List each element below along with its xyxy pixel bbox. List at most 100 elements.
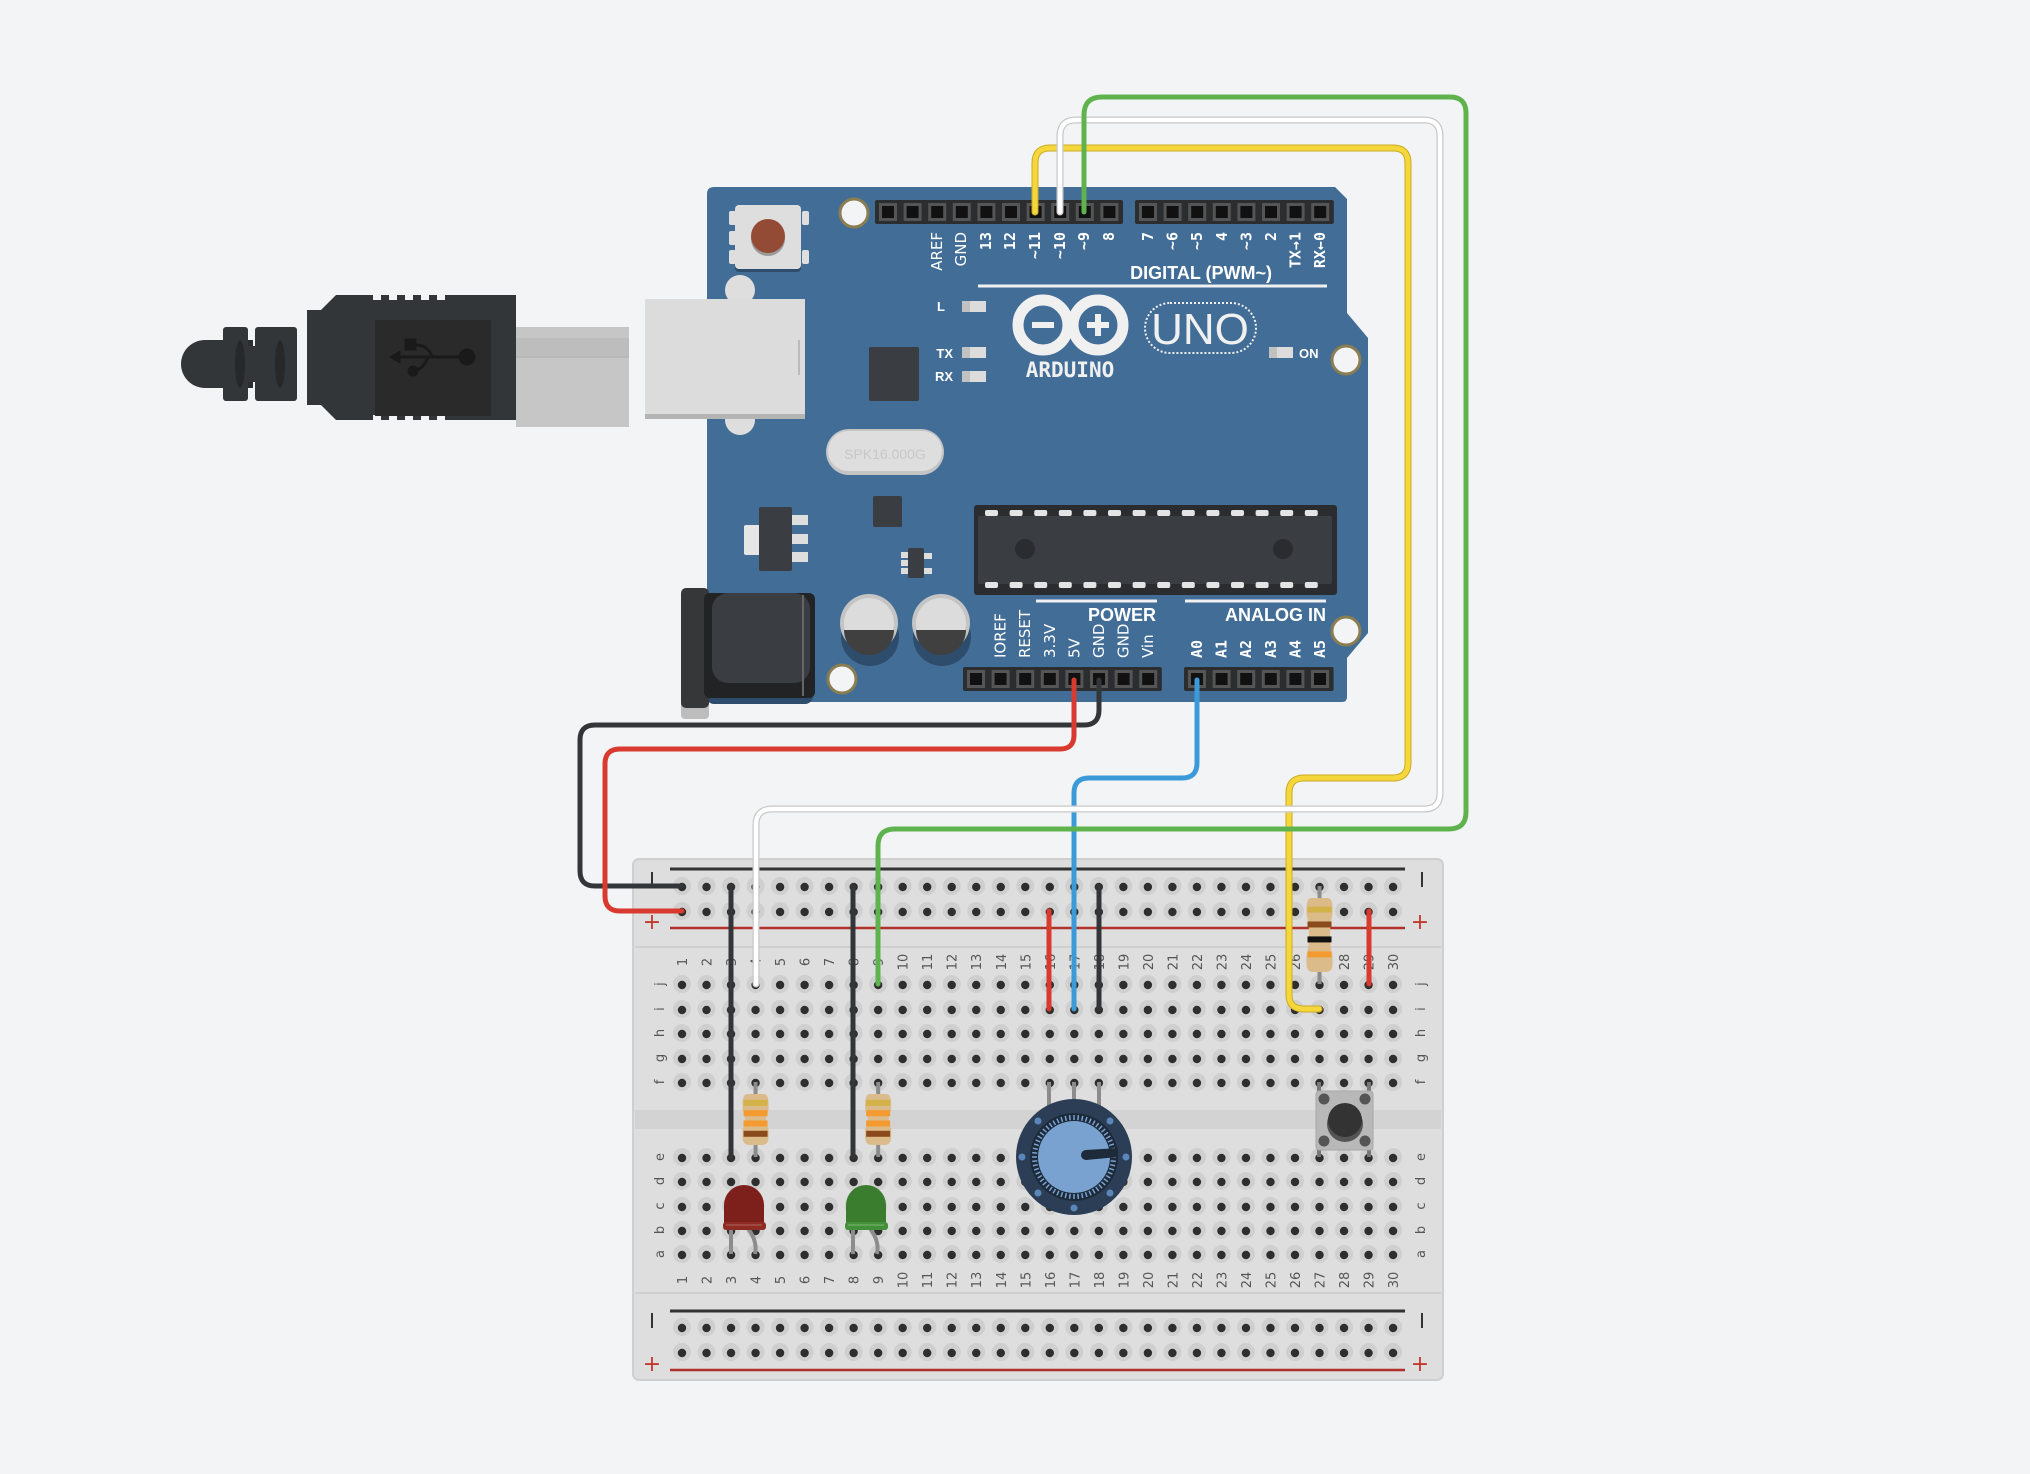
breadboard-hole[interactable] (697, 1024, 716, 1042)
breadboard-hole[interactable] (1187, 1073, 1206, 1091)
breadboard-hole[interactable] (1384, 1172, 1403, 1190)
breadboard-hole[interactable] (1016, 975, 1035, 993)
breadboard-hole[interactable] (1187, 902, 1206, 920)
breadboard-hole[interactable] (1359, 1172, 1378, 1190)
breadboard-hole[interactable] (967, 1024, 986, 1042)
breadboard-hole[interactable] (1335, 1318, 1354, 1336)
breadboard-hole[interactable] (1261, 1318, 1280, 1336)
breadboard-hole[interactable] (942, 1000, 961, 1018)
breadboard-hole[interactable] (1212, 1343, 1231, 1361)
header-pin[interactable] (991, 670, 1010, 688)
breadboard-hole[interactable] (697, 1148, 716, 1166)
breadboard-hole[interactable] (1114, 1221, 1133, 1239)
breadboard-hole[interactable] (1163, 1000, 1182, 1018)
breadboard-hole[interactable] (942, 1049, 961, 1067)
breadboard-hole[interactable] (1286, 1245, 1304, 1263)
header-pin[interactable] (1139, 203, 1157, 221)
header-pin[interactable] (1237, 670, 1256, 688)
breadboard-hole[interactable] (1384, 902, 1403, 920)
breadboard-hole[interactable] (967, 1245, 986, 1263)
breadboard-hole[interactable] (1310, 1245, 1329, 1263)
breadboard-hole[interactable] (1089, 1221, 1108, 1239)
breadboard-hole[interactable] (1359, 1000, 1378, 1018)
breadboard-hole[interactable] (1163, 1073, 1182, 1091)
breadboard-hole[interactable] (1286, 1221, 1304, 1239)
breadboard-hole[interactable] (918, 1049, 937, 1067)
breadboard-hole[interactable] (942, 1221, 961, 1239)
breadboard-hole[interactable] (967, 902, 986, 920)
breadboard-hole[interactable] (893, 1318, 912, 1336)
breadboard-hole[interactable] (795, 1049, 814, 1067)
breadboard-hole[interactable] (820, 1000, 839, 1018)
led-red[interactable] (723, 1185, 766, 1255)
breadboard-hole[interactable] (1236, 1221, 1255, 1239)
breadboard-hole[interactable] (1016, 1000, 1035, 1018)
resistor-pulldown[interactable] (1306, 886, 1333, 984)
breadboard-hole[interactable] (967, 1221, 986, 1239)
breadboard-hole[interactable] (1384, 975, 1403, 993)
breadboard-hole[interactable] (771, 1197, 790, 1215)
breadboard-hole[interactable] (1187, 975, 1206, 993)
breadboard-hole[interactable] (1065, 1318, 1084, 1336)
breadboard-hole[interactable] (991, 1000, 1010, 1018)
breadboard-hole[interactable] (1335, 877, 1354, 895)
breadboard-hole[interactable] (1384, 1221, 1403, 1239)
header-pin[interactable] (1261, 670, 1280, 688)
breadboard-hole[interactable] (1138, 877, 1157, 895)
breadboard-hole[interactable] (697, 1073, 716, 1091)
breadboard-hole[interactable] (1114, 902, 1133, 920)
breadboard-hole[interactable] (942, 1073, 961, 1091)
breadboard-hole[interactable] (795, 975, 814, 993)
breadboard-hole[interactable] (869, 1172, 888, 1190)
breadboard-hole[interactable] (1359, 1049, 1378, 1067)
breadboard-hole[interactable] (1138, 1073, 1157, 1091)
breadboard-hole[interactable] (942, 1197, 961, 1215)
breadboard-hole[interactable] (991, 1318, 1010, 1336)
breadboard-hole[interactable] (1040, 1024, 1059, 1042)
breadboard-hole[interactable] (1187, 1221, 1206, 1239)
breadboard-hole[interactable] (1016, 1245, 1035, 1263)
potentiometer[interactable] (1016, 1082, 1132, 1215)
breadboard-hole[interactable] (1040, 1221, 1059, 1239)
breadboard-hole[interactable] (1138, 975, 1157, 993)
breadboard-hole[interactable] (918, 1024, 937, 1042)
breadboard-hole[interactable] (1359, 1197, 1378, 1215)
wire-pin10[interactable] (753, 117, 1443, 987)
breadboard-hole[interactable] (1335, 1343, 1354, 1361)
header-pin[interactable] (903, 203, 922, 221)
breadboard-hole[interactable] (942, 902, 961, 920)
breadboard-hole[interactable] (991, 1049, 1010, 1067)
breadboard-hole[interactable] (1163, 877, 1182, 895)
breadboard-hole[interactable] (893, 1245, 912, 1263)
breadboard-hole[interactable] (795, 902, 814, 920)
breadboard-hole[interactable] (918, 1245, 937, 1263)
breadboard-hole[interactable] (1016, 1343, 1035, 1361)
resistor-green-led[interactable] (865, 1082, 892, 1157)
breadboard-hole[interactable] (1261, 1343, 1280, 1361)
breadboard-hole[interactable] (795, 1197, 814, 1215)
wire-pin11[interactable] (1032, 145, 1411, 1012)
breadboard-hole[interactable] (942, 1148, 961, 1166)
breadboard-hole[interactable] (918, 1197, 937, 1215)
breadboard-hole[interactable] (1138, 1024, 1157, 1042)
breadboard-hole[interactable] (918, 975, 937, 993)
breadboard-hole[interactable] (1384, 1024, 1403, 1042)
breadboard-hole[interactable] (1114, 1000, 1133, 1018)
breadboard-hole[interactable] (1065, 1049, 1084, 1067)
breadboard-hole[interactable] (1138, 1245, 1157, 1263)
breadboard-hole[interactable] (1212, 1049, 1231, 1067)
breadboard-hole[interactable] (1138, 902, 1157, 920)
breadboard-hole[interactable] (1089, 1318, 1108, 1336)
header-pin[interactable] (1286, 203, 1305, 221)
breadboard-hole[interactable] (1261, 1148, 1280, 1166)
breadboard-hole[interactable] (1138, 1049, 1157, 1067)
header-pin[interactable] (952, 203, 971, 221)
breadboard-hole[interactable] (1163, 1024, 1182, 1042)
header-pin[interactable] (1286, 670, 1305, 688)
header-pin[interactable] (879, 203, 897, 221)
breadboard-hole[interactable] (820, 902, 839, 920)
breadboard-hole[interactable] (1236, 1073, 1255, 1091)
breadboard-hole[interactable] (893, 975, 912, 993)
breadboard-hole[interactable] (795, 1343, 814, 1361)
breadboard-hole[interactable] (1138, 1197, 1157, 1215)
